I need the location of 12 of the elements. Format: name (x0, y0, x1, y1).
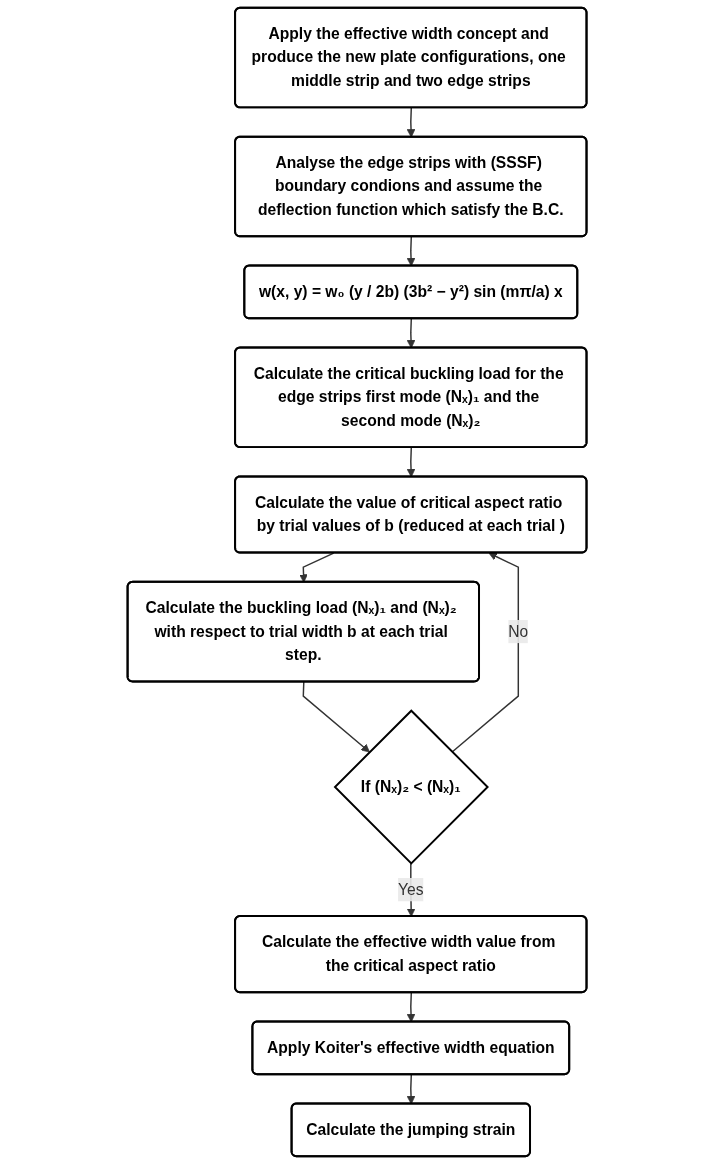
arrow (299, 552, 335, 583)
arrow (407, 991, 416, 1023)
arrow (407, 446, 416, 478)
arrow (407, 318, 416, 349)
edge-label: No (508, 622, 529, 640)
arrow (303, 681, 371, 753)
arrow (407, 107, 416, 138)
arrow (407, 1073, 416, 1105)
arrow (451, 552, 520, 753)
edge-label: Yes (398, 880, 424, 898)
node-diamond: If (Nₓ)₂ < (Nₓ)₁ (334, 709, 490, 865)
arrow (407, 236, 416, 267)
